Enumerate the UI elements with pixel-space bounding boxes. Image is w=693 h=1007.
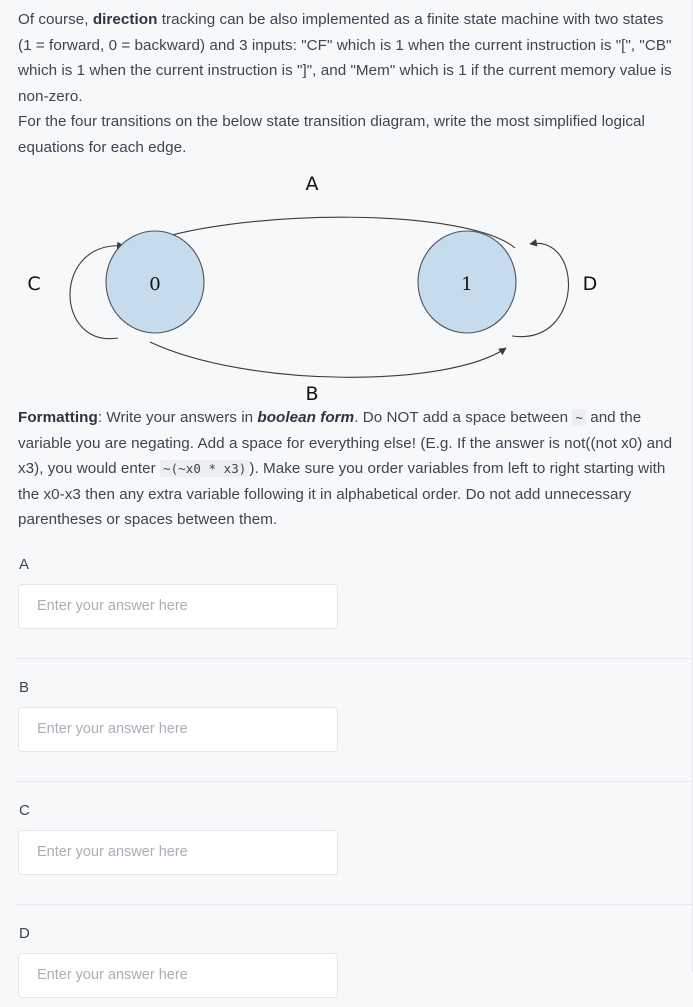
tilde-code-span: ~ <box>572 409 586 426</box>
state-node-1 <box>417 230 517 334</box>
edge-a-label: A <box>306 173 319 195</box>
spacer-c-d <box>18 905 675 924</box>
answer-input-c[interactable] <box>18 829 338 875</box>
answer-block-b: B <box>18 678 675 761</box>
edge-b-path <box>149 341 507 378</box>
divider-b-c <box>16 780 693 782</box>
edge-d-selfloop-path <box>511 238 569 338</box>
spacer-a-b <box>18 659 675 678</box>
answer-label-d: D <box>19 924 30 942</box>
answer-label-c: C <box>19 801 30 819</box>
formatting-text-4: ). Make sure you order variables from le… <box>18 460 666 528</box>
answers-section: A B C D <box>16 533 693 1007</box>
state-diagram-svg: 0 1 A B C D <box>27 173 598 405</box>
edge-a-path <box>147 216 516 249</box>
answer-block-a: A <box>18 555 675 638</box>
edge-c-selfloop-path <box>69 241 125 340</box>
direction-keyword: direction <box>92 11 158 28</box>
answer-input-b[interactable] <box>18 706 338 752</box>
formatting-paragraph: Formatting: Write your answers in boolea… <box>18 405 675 533</box>
state-transition-diagram: 0 1 A B C D <box>18 160 693 405</box>
answer-input-d[interactable] <box>18 952 338 998</box>
edge-d-label: D <box>583 273 598 295</box>
answer-block-c: C <box>18 801 675 884</box>
answer-label-b: B <box>19 678 30 696</box>
example-code-span: ~(~x0 * x3) <box>160 460 250 477</box>
divider-a-b <box>16 657 693 659</box>
spacer-b-c <box>18 782 675 801</box>
edge-b-label: B <box>305 383 318 405</box>
state-node-0-label: 0 <box>149 274 160 295</box>
edge-c-label: C <box>27 273 40 295</box>
answer-label-a: A <box>19 555 30 573</box>
intro-text-before-bold: Of course, <box>18 11 93 28</box>
boolean-form-emphasis: boolean form <box>257 409 355 426</box>
formatting-text-1: : Write your answers in <box>97 409 258 426</box>
formatting-text-3: and the variable you are negating. Add a… <box>18 409 673 477</box>
state-node-1-label: 1 <box>461 274 472 295</box>
answer-block-d: D <box>18 924 675 1007</box>
intro-text-after-bold: tracking can be also implemented as a fi… <box>18 11 672 105</box>
formatting-lead: Formatting <box>18 409 98 426</box>
divider-c-d <box>16 903 693 905</box>
answer-input-a[interactable] <box>18 583 338 629</box>
task-paragraph: For the four transitions on the below st… <box>18 113 645 156</box>
intro-paragraph: Of course, direction tracking can be als… <box>18 0 675 109</box>
question-page: { "prompt": { "paragraph1_part1": "Of co… <box>16 0 693 998</box>
formatting-text-2: . Do NOT add a space between <box>354 409 573 426</box>
state-node-0 <box>105 230 205 334</box>
